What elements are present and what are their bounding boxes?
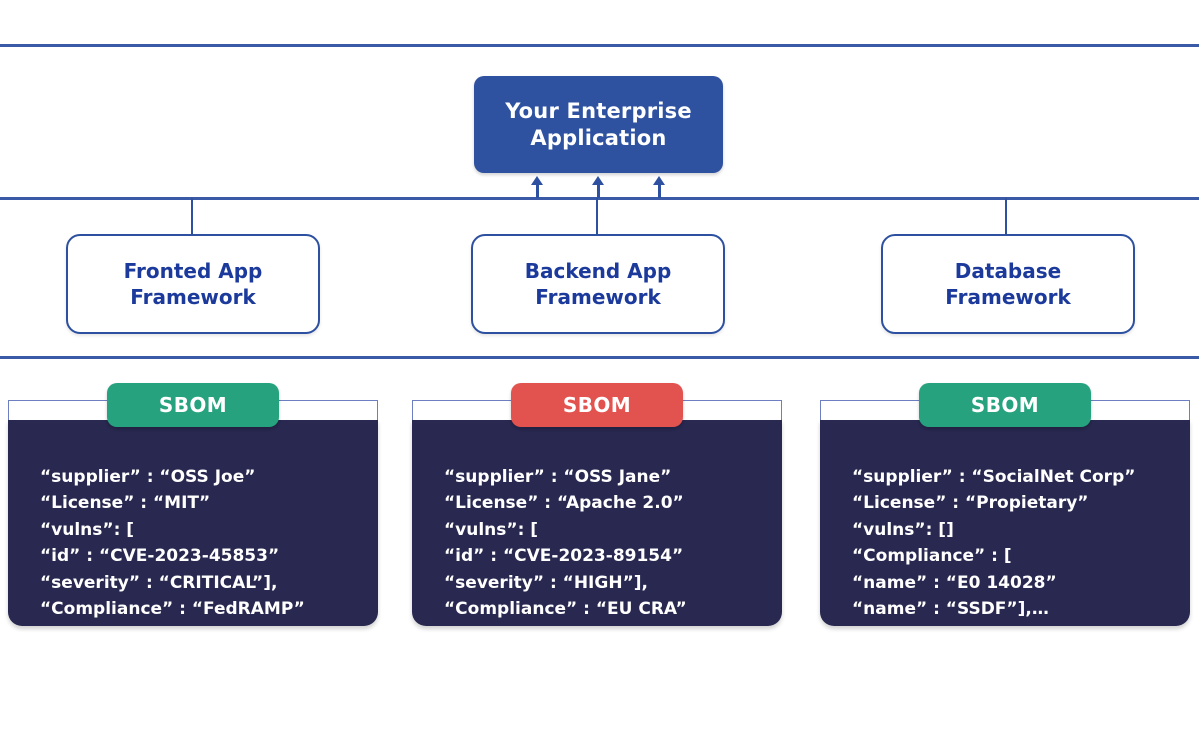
sbom-json-line: “License” : “Apache 2.0” [444, 493, 684, 514]
divider-middle [0, 197, 1199, 200]
sbom-card-body: “supplier” : “OSS Jane” “License” : “Apa… [412, 420, 782, 626]
sbom-json-line: “Compliance” : “FedRAMP” [40, 599, 305, 620]
sbom-card-body: “supplier” : “OSS Joe” “License” : “MIT”… [8, 420, 378, 626]
sbom-card-body: “supplier” : “SocialNet Corp” “License” … [820, 420, 1190, 626]
sbom-json-line: “severity” : “CRITICAL”], [40, 572, 278, 593]
sbom-card-frontend[interactable]: “supplier” : “OSS Joe” “License” : “MIT”… [8, 383, 378, 626]
connector-drop-backend [596, 198, 598, 235]
sbom-card-database[interactable]: “supplier” : “SocialNet Corp” “License” … [820, 383, 1190, 626]
sbom-badge[interactable]: SBOM [107, 383, 279, 427]
sbom-json-line: “severity” : “HIGH”], [444, 572, 648, 593]
sbom-json-line: “supplier” : “OSS Jane” [444, 467, 672, 487]
sbom-json-line: “Compliance” : “EU CRA” [444, 599, 687, 620]
arrow-head-3 [653, 176, 665, 185]
sbom-json-line: “supplier” : “SocialNet Corp” [852, 467, 1136, 487]
sbom-badge-label: SBOM [158, 393, 228, 417]
sbom-json-block: “supplier” : “OSS Jane” “License” : “Apa… [444, 464, 770, 622]
sbom-json-block: “supplier” : “SocialNet Corp” “License” … [852, 464, 1178, 622]
sbom-badge-label: SBOM [562, 393, 632, 417]
arrow-head-1 [531, 176, 543, 185]
sbom-json-line: “supplier” : “OSS Joe” [40, 467, 256, 487]
sbom-card-backend[interactable]: “supplier” : “OSS Jane” “License” : “Apa… [412, 383, 782, 626]
sbom-json-line: “name” : “SSDF”],… [852, 599, 1049, 620]
divider-bottom [0, 356, 1199, 359]
sbom-json-line: “vulns”: [ [444, 519, 539, 540]
sbom-badge-label: SBOM [970, 393, 1040, 417]
connector-drop-frontend [191, 198, 193, 235]
sbom-json-block: “supplier” : “OSS Joe” “License” : “MIT”… [40, 464, 366, 622]
sbom-badge[interactable]: SBOM [919, 383, 1091, 427]
sbom-json-line: “License” : “MIT” [40, 493, 211, 514]
sbom-json-line: “vulns”: [] [852, 519, 954, 540]
sbom-badge[interactable]: SBOM [511, 383, 683, 427]
sbom-json-line: “id” : “CVE-2023-89154” [444, 546, 684, 567]
sbom-json-line: “Compliance” : [ [852, 546, 1012, 567]
sbom-json-line: “id” : “CVE-2023-45853” [40, 546, 280, 567]
sbom-json-line: “name” : “E0 14028” [852, 572, 1057, 593]
arrow-shaft-3 [658, 184, 661, 198]
arrow-head-2 [592, 176, 604, 185]
sbom-json-line: “License” : “Propietary” [852, 493, 1089, 514]
connector-drop-database [1005, 198, 1007, 235]
arrow-shaft-2 [597, 184, 600, 198]
divider-top [0, 44, 1199, 47]
arrow-shaft-1 [536, 184, 539, 198]
sbom-json-line: “vulns”: [ [40, 519, 135, 540]
